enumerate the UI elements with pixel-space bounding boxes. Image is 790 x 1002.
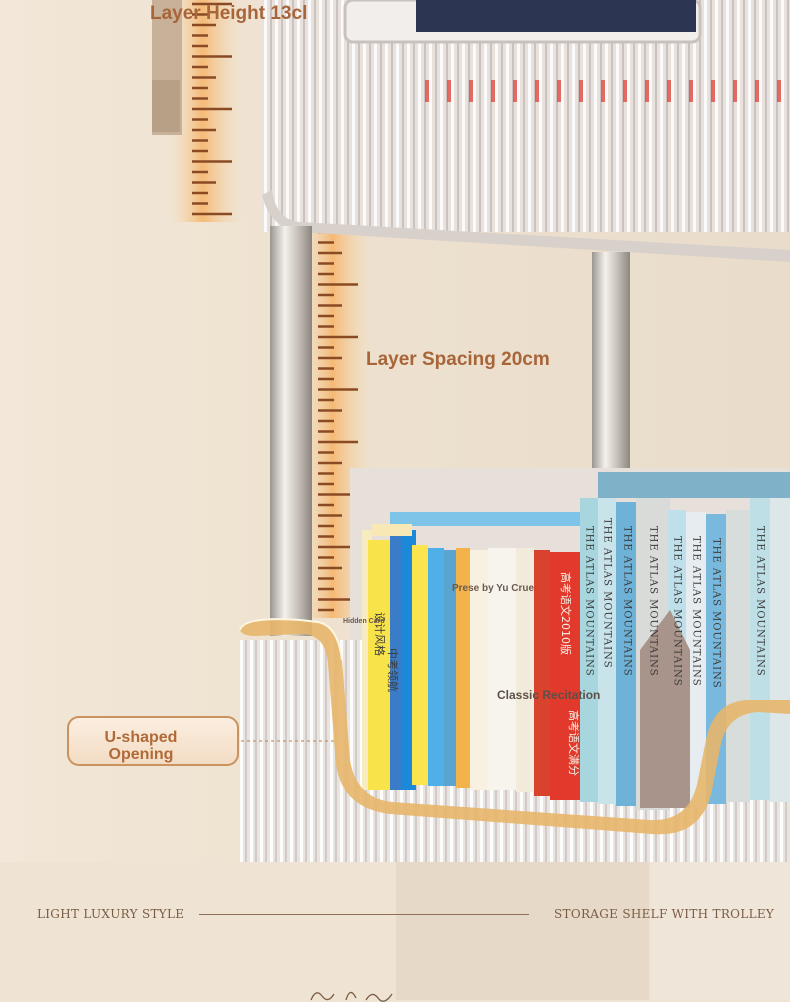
- book-spine-title: THE ATLAS MOUNTAINS: [754, 526, 766, 677]
- svg-text:高考语文2010版: 高考语文2010版: [559, 572, 573, 655]
- book-spine-title: THE ATLAS MOUNTAINS: [583, 526, 595, 677]
- footer-band: LIGHT LUXURY STYLE STORAGE SHELF WITH TR…: [0, 862, 790, 1002]
- top-basket: [262, 0, 790, 262]
- book-text-classic: Classic Recitation: [497, 688, 601, 702]
- footer-left-text: LIGHT LUXURY STYLE: [37, 907, 185, 921]
- book-spine-title: THE ATLAS MOUNTAINS: [671, 536, 683, 687]
- left-pole: [270, 226, 312, 636]
- svg-text:中考领航: 中考领航: [386, 648, 400, 692]
- book-spine-title: THE ATLAS MOUNTAINS: [621, 526, 633, 677]
- book-spine: THE ATLAS MOUNTAINS: [636, 520, 670, 720]
- svg-text:高考语文满分: 高考语文满分: [567, 710, 581, 776]
- book-spine: THE ATLAS MOUNTAINS: [616, 520, 638, 710]
- u-shaped-opening-badge: U-shaped Opening: [67, 716, 239, 766]
- book-spine: THE ATLAS MOUNTAINS: [750, 520, 770, 700]
- book-spine-title: THE ATLAS MOUNTAINS: [710, 538, 722, 689]
- book-spine: THE ATLAS MOUNTAINS: [598, 512, 616, 702]
- book-spine-title: THE ATLAS MOUNTAINS: [690, 536, 702, 687]
- script-ornament: [310, 991, 393, 1002]
- book-text-prese: Prese by Yu Crue: [452, 583, 535, 594]
- footer-right-text: STORAGE SHELF WITH TROLLEY: [554, 907, 775, 921]
- layer-height-label: Layer Height 13cl: [150, 3, 308, 24]
- u-shaped-opening-label: U-shaped Opening: [104, 729, 178, 763]
- svg-text:设计风格: 设计风格: [373, 612, 387, 656]
- book-spine-title: THE ATLAS MOUNTAINS: [647, 526, 659, 677]
- right-pole: [592, 252, 630, 498]
- book-spine: THE ATLAS MOUNTAINS: [580, 520, 598, 710]
- footer-divider: [199, 914, 529, 915]
- layer-spacing-label: Layer Spacing 20cm: [366, 349, 550, 370]
- book-spine-title: THE ATLAS MOUNTAINS: [601, 518, 613, 669]
- book-spine: THE ATLAS MOUNTAINS: [686, 530, 706, 720]
- book-spine: THE ATLAS MOUNTAINS: [706, 532, 726, 712]
- book-text-hidden: Hidden Card: [343, 618, 385, 625]
- book-spine: THE ATLAS MOUNTAINS: [668, 530, 686, 720]
